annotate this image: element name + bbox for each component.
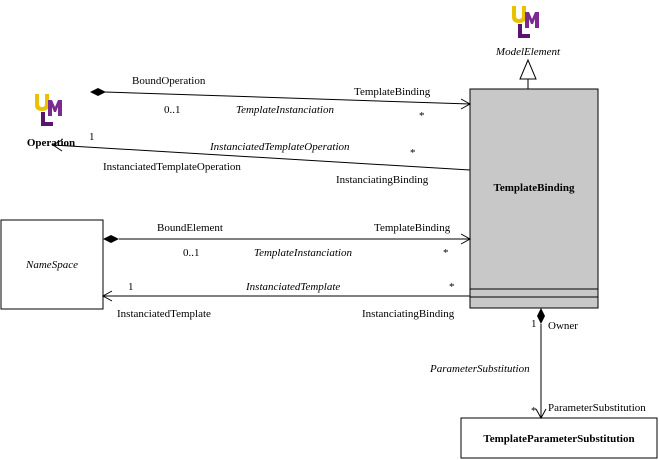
parameter-substitution-name: ParameterSubstitution — [429, 363, 530, 375]
generalization-arrow — [519, 58, 537, 89]
template-binding-multiplicity: * — [443, 247, 449, 259]
template-instanciation-name: TemplateInstanciation — [236, 104, 334, 116]
template-parameter-substitution-class[interactable]: TemplateParameterSubstitution — [460, 417, 658, 459]
namespace-class[interactable]: NameSpace — [0, 219, 104, 310]
operation-label: Operation — [27, 137, 75, 149]
instanciated-template-operation-role: InstanciatedTemplateOperation — [103, 161, 241, 173]
template-binding-box — [469, 88, 599, 309]
instanciated-template-operation-name: InstanciatedTemplateOperation — [209, 141, 350, 153]
uml-logo-icon — [512, 6, 539, 38]
template-parameter-substitution-label: TemplateParameterSubstitution — [483, 433, 634, 445]
parameter-substitution-multiplicity: * — [531, 405, 537, 417]
instanciating-binding-multiplicity: * — [449, 281, 455, 293]
instanciated-template-role: InstanciatedTemplate — [117, 308, 211, 320]
instanciating-binding-multiplicity: * — [410, 147, 416, 159]
template-parameter-substitution-box — [460, 417, 658, 459]
owner-role: Owner — [548, 320, 578, 332]
instanciated-template-operation-association[interactable]: 1 InstanciatedTemplateOperation Instanci… — [52, 131, 471, 186]
composition-diamond-icon — [90, 88, 106, 96]
instanciating-binding-role: InstanciatingBinding — [362, 308, 455, 320]
bound-element-role: BoundElement — [157, 222, 223, 234]
bound-operation-association[interactable]: BoundOperation 0..1 TemplateInstanciatio… — [90, 75, 472, 122]
parameter-substitution-role: ParameterSubstitution — [548, 402, 646, 414]
composition-diamond-icon — [103, 235, 119, 243]
template-binding-role: TemplateBinding — [374, 222, 451, 234]
uml-logo-icon — [35, 94, 62, 126]
parameter-substitution-association[interactable]: 1 Owner ParameterSubstitution * Paramete… — [429, 308, 646, 420]
template-binding-label: TemplateBinding — [494, 182, 575, 194]
bound-operation-role: BoundOperation — [132, 75, 206, 87]
bound-element-association[interactable]: BoundElement 0..1 TemplateInstanciation … — [103, 222, 472, 259]
composition-diamond-icon — [537, 308, 545, 324]
instanciated-operation-multiplicity: 1 — [89, 131, 95, 143]
bound-operation-multiplicity: 0..1 — [164, 104, 181, 116]
template-binding-class[interactable]: TemplateBinding — [469, 88, 599, 309]
owner-multiplicity: 1 — [531, 318, 537, 330]
instanciating-binding-role: InstanciatingBinding — [336, 174, 429, 186]
bound-element-multiplicity: 0..1 — [183, 247, 200, 259]
namespace-label: NameSpace — [25, 259, 78, 271]
template-instanciation-name: TemplateInstanciation — [254, 247, 352, 259]
instanciated-template-multiplicity: 1 — [128, 281, 134, 293]
template-binding-role: TemplateBinding — [354, 86, 431, 98]
operation-class[interactable]: Operation — [27, 94, 75, 149]
instanciated-template-name: InstanciatedTemplate — [245, 281, 340, 293]
model-element-label: ModelElement — [495, 46, 561, 58]
hollow-triangle-icon — [519, 58, 537, 80]
template-binding-multiplicity: * — [419, 110, 425, 122]
model-element-class[interactable]: ModelElement — [495, 6, 561, 58]
namespace-box — [0, 219, 104, 310]
instanciated-template-association[interactable]: 1 InstanciatedTemplate InstanciatedTempl… — [101, 281, 470, 320]
